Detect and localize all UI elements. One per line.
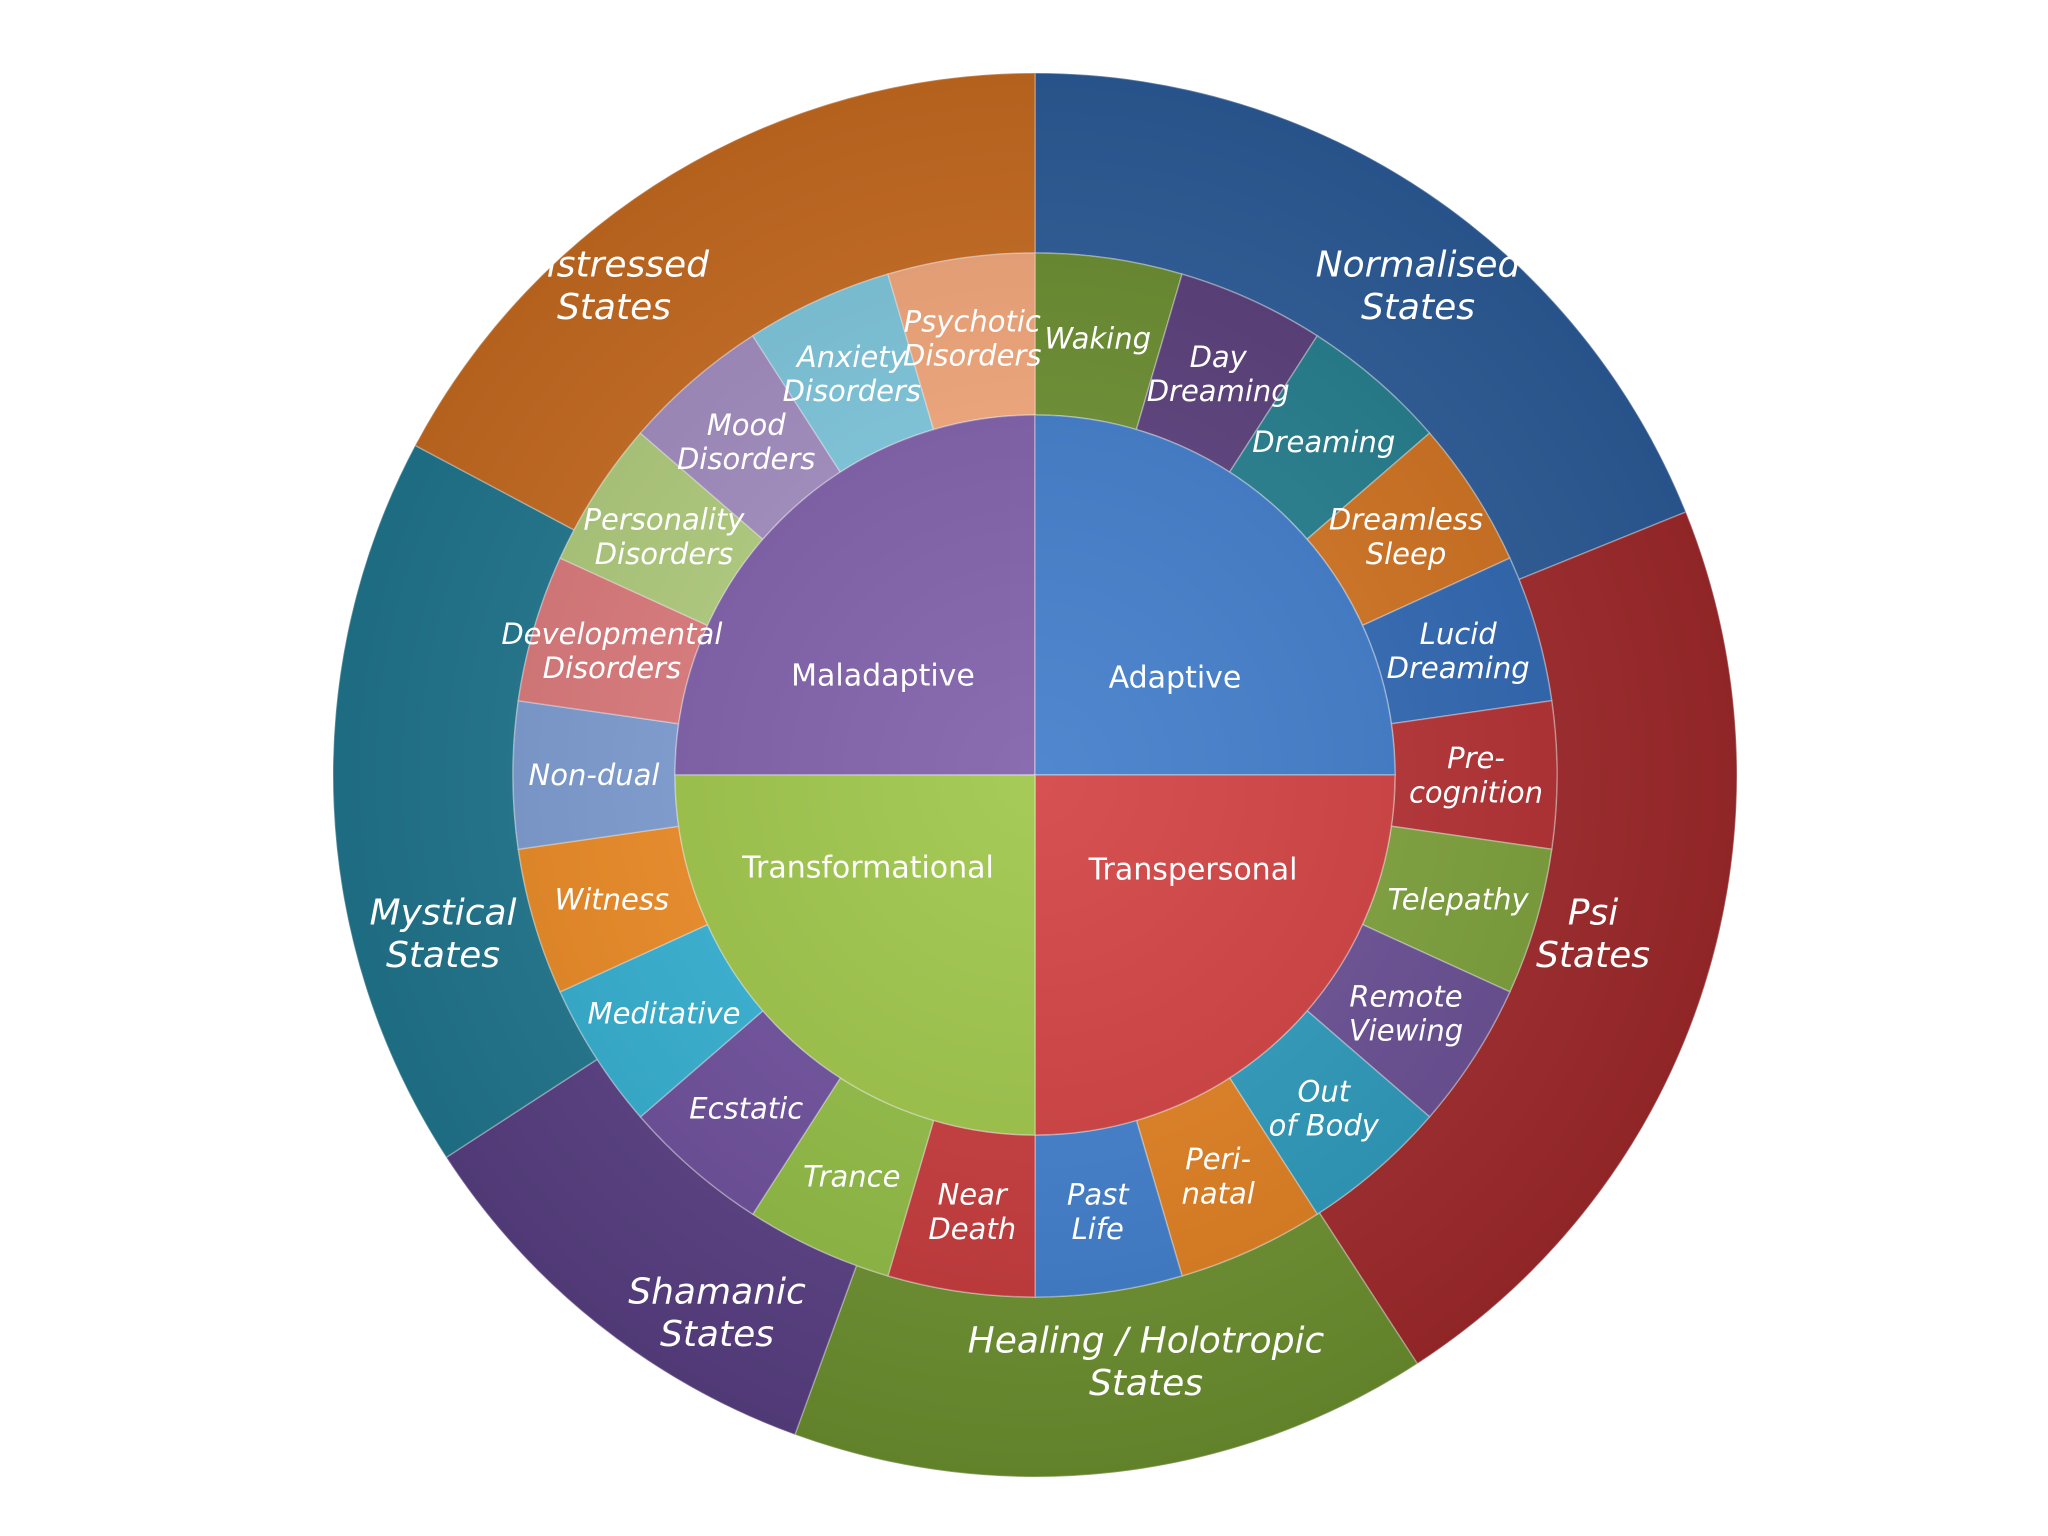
middle-label-ecstatic: Ecstatic <box>689 1091 803 1125</box>
middle-label-waking: Waking <box>1045 322 1152 356</box>
middle-label-telepathy: Telepathy <box>1388 882 1530 916</box>
middle-label-peri-natal: Peri-natal <box>1182 1142 1255 1210</box>
middle-label-meditative: Meditative <box>588 997 741 1031</box>
inner-label-adaptive: Adaptive <box>1109 661 1242 696</box>
middle-label-non-dual: Non-dual <box>529 758 660 792</box>
inner-label-transformational: Transformational <box>741 851 994 886</box>
middle-label-dreaming: Dreaming <box>1252 425 1395 459</box>
inner-ring <box>674 414 1396 1136</box>
middle-label-trance: Trance <box>803 1159 900 1193</box>
middle-label-witness: Witness <box>555 882 670 916</box>
middle-label-pre-cognition: Pre-cognition <box>1409 741 1543 809</box>
inner-label-maladaptive: Maladaptive <box>791 659 975 694</box>
inner-label-transpersonal: Transpersonal <box>1088 853 1298 888</box>
